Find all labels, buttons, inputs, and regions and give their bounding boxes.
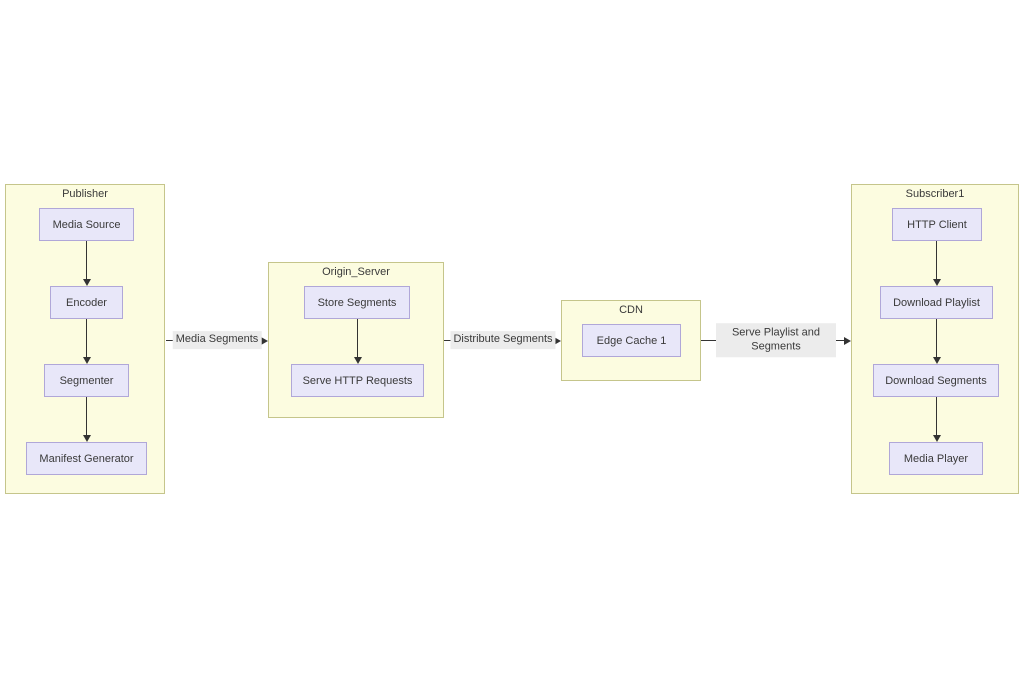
arrow-segmenter-to-manifest-generator <box>83 397 91 442</box>
node-http-client[interactable]: HTTP Client <box>892 208 982 241</box>
node-segmenter-label: Segmenter <box>59 374 114 387</box>
node-download-playlist[interactable]: Download Playlist <box>880 286 993 319</box>
node-media-player-label: Media Player <box>903 452 969 465</box>
node-manifest-generator-label: Manifest Generator <box>39 452 134 465</box>
node-media-player[interactable]: Media Player <box>889 442 983 475</box>
node-download-segments-label: Download Segments <box>885 374 987 387</box>
arrow-download-segments-to-media-player <box>933 397 941 442</box>
node-segmenter[interactable]: Segmenter <box>44 364 129 397</box>
container-origin-server[interactable]: Origin_Server Store Segments Serve HTTP … <box>268 262 444 418</box>
container-subscriber1[interactable]: Subscriber1 HTTP Client Download Playlis… <box>851 184 1019 494</box>
node-store-segments-label: Store Segments <box>317 296 397 309</box>
node-encoder[interactable]: Encoder <box>50 286 123 319</box>
node-edge-cache-1[interactable]: Edge Cache 1 <box>582 324 681 357</box>
arrow-store-segments-to-serve-http-requests <box>354 319 362 364</box>
arrow-media-source-to-encoder <box>83 241 91 286</box>
container-cdn-title: CDN <box>619 304 643 316</box>
edge-media-segments-label: Media Segments <box>172 331 262 349</box>
edge-serve-playlist-and-segments-label: Serve Playlist and Segments <box>716 323 836 357</box>
container-subscriber1-title: Subscriber1 <box>905 188 965 200</box>
arrow-download-playlist-to-download-segments <box>933 319 941 364</box>
node-encoder-label: Encoder <box>66 296 107 309</box>
container-origin-server-title: Origin_Server <box>322 266 390 278</box>
arrow-http-client-to-download-playlist <box>933 241 941 286</box>
edge-distribute-segments-label: Distribute Segments <box>450 331 556 349</box>
arrow-encoder-to-segmenter <box>83 319 91 364</box>
node-serve-http-requests-label: Serve HTTP Requests <box>302 374 413 387</box>
node-edge-cache-1-label: Edge Cache 1 <box>596 334 667 347</box>
node-media-source[interactable]: Media Source <box>39 208 134 241</box>
node-media-source-label: Media Source <box>52 218 121 231</box>
container-publisher-title: Publisher <box>62 188 108 200</box>
container-cdn[interactable]: CDN Edge Cache 1 <box>561 300 701 381</box>
container-publisher[interactable]: Publisher Media Source Encoder Segmenter… <box>5 184 165 494</box>
node-serve-http-requests[interactable]: Serve HTTP Requests <box>291 364 424 397</box>
node-store-segments[interactable]: Store Segments <box>304 286 410 319</box>
node-manifest-generator[interactable]: Manifest Generator <box>26 442 147 475</box>
node-download-segments[interactable]: Download Segments <box>873 364 999 397</box>
node-http-client-label: HTTP Client <box>907 218 967 231</box>
node-download-playlist-label: Download Playlist <box>893 296 980 309</box>
